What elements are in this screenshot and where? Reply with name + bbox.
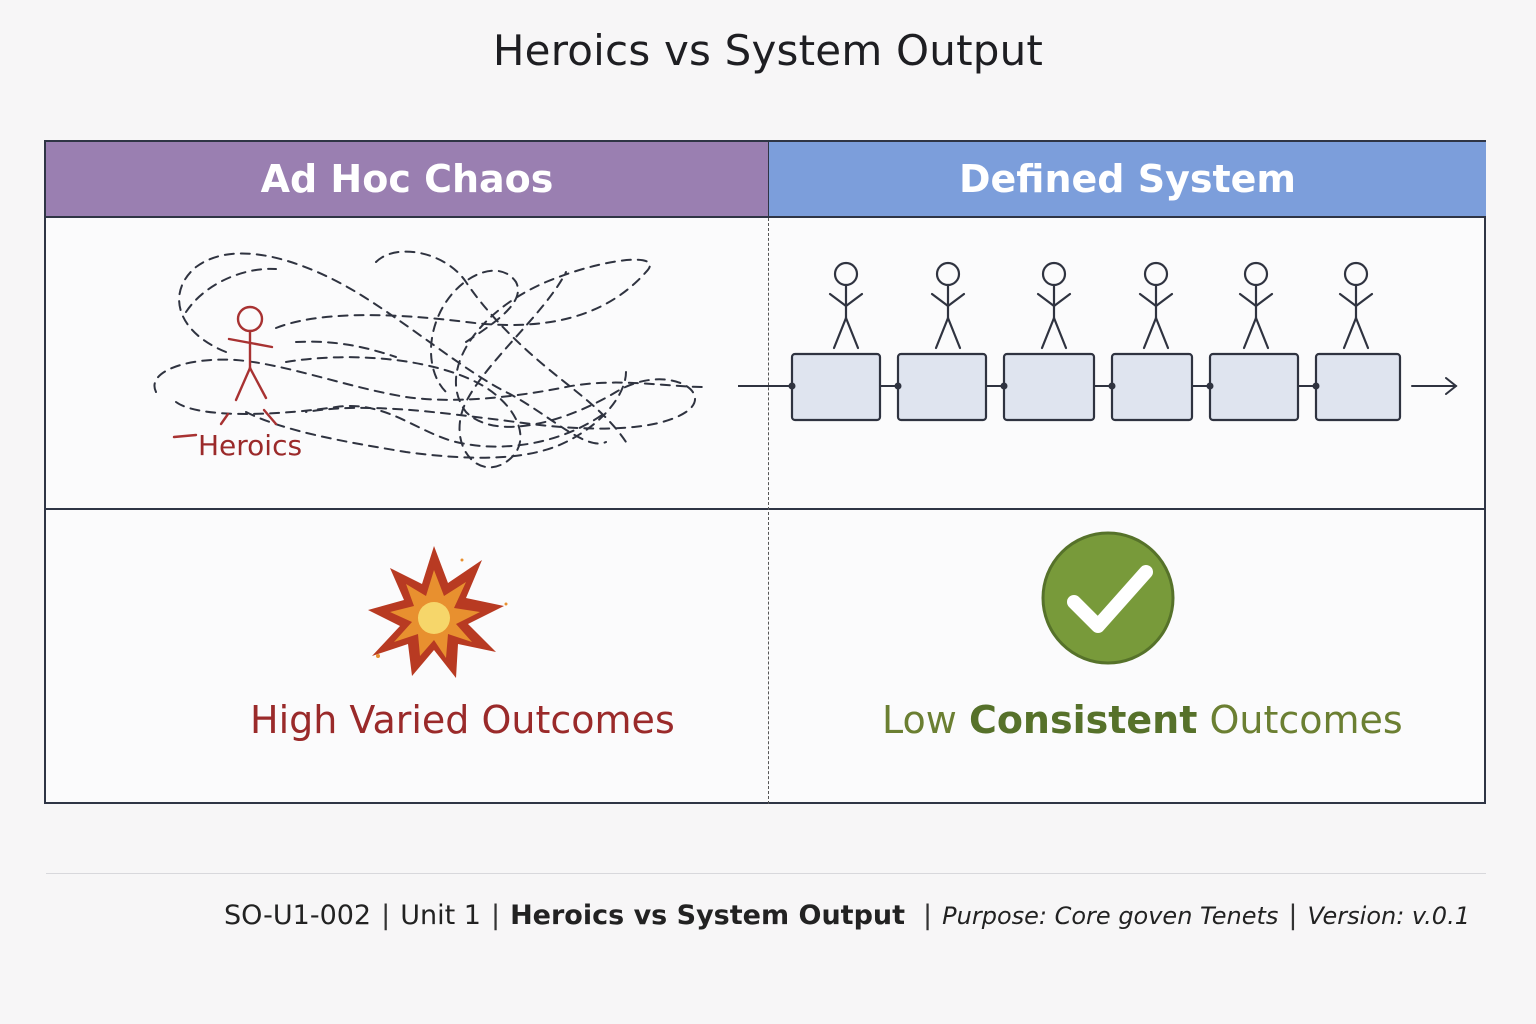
heroics-stick-figure-icon — [172, 305, 278, 439]
outcome-left: High Varied Outcomes — [250, 698, 675, 742]
diagram-art — [153, 250, 1458, 678]
footer-divider — [46, 873, 1486, 874]
footer-unit: Unit 1 — [400, 900, 481, 931]
process-step — [790, 352, 1402, 422]
footer: SO-U1-002|Unit 1|Heroics vs System Outpu… — [224, 900, 1470, 931]
outcome-right: Low Consistent Outcomes — [882, 698, 1403, 742]
footer-version: Version: v.0.1 — [1307, 902, 1470, 930]
footer-purpose: Purpose: Core goven Tenets — [942, 902, 1279, 930]
outcome-right-prefix: Low — [882, 698, 957, 742]
column-header-ad-hoc: Ad Hoc Chaos — [46, 142, 768, 218]
column-divider — [768, 218, 769, 804]
page-title: Heroics vs System Output — [492, 26, 1044, 75]
column-header-defined-system: Defined System — [768, 142, 1486, 218]
row-divider — [46, 508, 1486, 510]
outcome-right-emphasis: Consistent — [968, 698, 1198, 742]
heroics-label: Heroics — [198, 429, 303, 462]
arrow-right-icon — [1411, 377, 1458, 395]
footer-title: Heroics vs System Output — [510, 900, 906, 931]
connector-dots — [788, 382, 1320, 390]
chaos-paths — [153, 250, 707, 469]
burst-icon — [368, 546, 508, 678]
comparison-panel: Ad Hoc Chaos Defined System — [44, 140, 1486, 804]
outcome-right-suffix: Outcomes — [1209, 698, 1403, 742]
process-chain — [788, 261, 1458, 422]
footer-code: SO-U1-002 — [224, 900, 372, 931]
checkmark-icon — [1041, 531, 1175, 665]
worker-stick-figure-icon — [828, 261, 1374, 350]
